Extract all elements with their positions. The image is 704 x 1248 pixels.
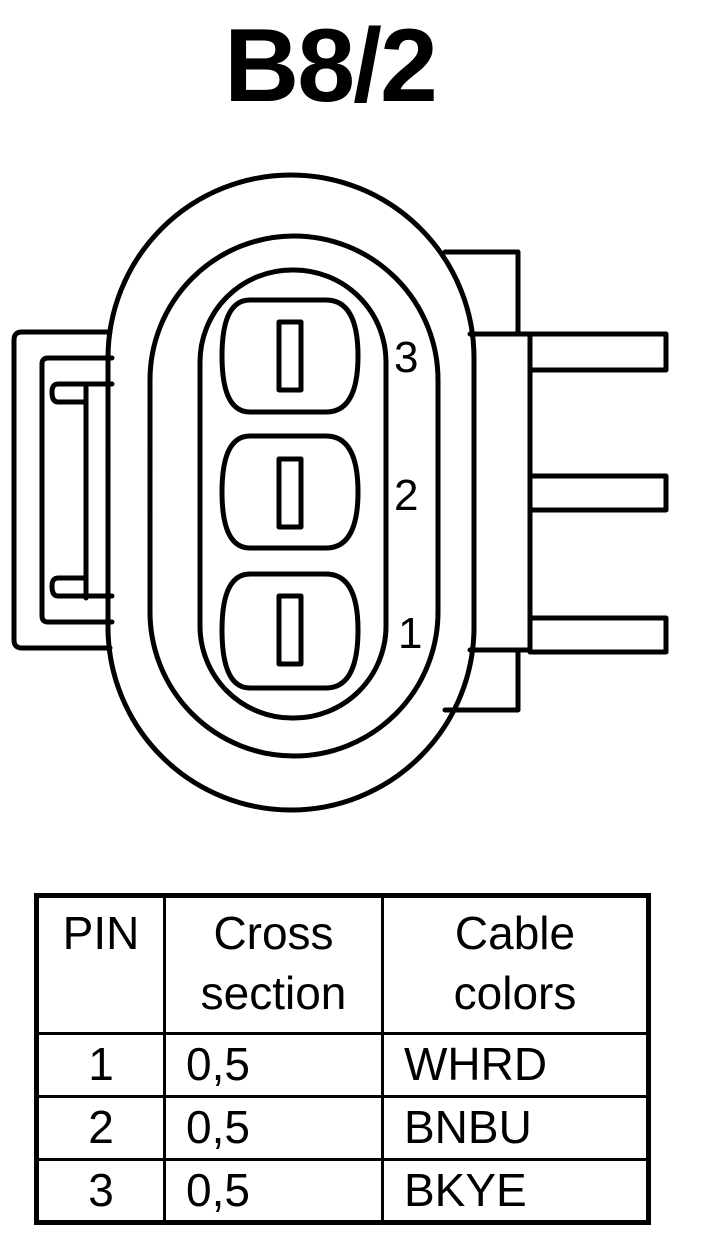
left-latch-inner: [39, 355, 115, 625]
cell-cable-color: WHRD: [381, 1032, 650, 1098]
housing-inner: [147, 233, 441, 759]
pin-contact-1: [276, 593, 304, 667]
rear-block-bottom: [442, 647, 521, 713]
cell-cable-color: BNBU: [381, 1094, 650, 1161]
cell-pin: 2: [35, 1094, 166, 1161]
connector-drawing: 3 2 1: [11, 172, 669, 813]
table-header-row: PIN Cross section Cable colors: [35, 894, 650, 1035]
cell-cross-section: 0,5: [163, 1094, 384, 1161]
header-cable-colors: Cable colors: [381, 894, 650, 1035]
pin-label-1: 1: [398, 609, 422, 658]
left-latch: [11, 329, 113, 651]
cell-cable-color: BKYE: [381, 1157, 650, 1225]
pin-cavity-1: [219, 571, 361, 691]
pin-table: PIN Cross section Cable colors 1 0,5 WHR…: [34, 893, 651, 1226]
header-pin: PIN: [35, 894, 166, 1035]
rear-block-top: [442, 249, 521, 337]
table-row: 2 0,5 BNBU: [35, 1094, 650, 1161]
pin-channel: [197, 267, 389, 721]
header-cross-section: Cross section: [163, 894, 384, 1035]
cell-cross-section: 0,5: [163, 1032, 384, 1098]
pin-cavity-3: [219, 297, 361, 415]
cell-cross-section: 0,5: [163, 1157, 384, 1225]
table-row: 1 0,5 WHRD: [35, 1032, 650, 1098]
rear-body: [467, 331, 533, 653]
pin-cavity-2: [219, 433, 361, 551]
pin-contact-2: [276, 456, 304, 530]
cell-pin: 3: [35, 1157, 166, 1225]
terminal-3: [527, 331, 669, 373]
terminal-2: [527, 473, 669, 513]
pin-label-3: 3: [394, 333, 418, 382]
pin-label-2: 2: [394, 471, 418, 520]
diagram-title: B8/2: [224, 8, 438, 124]
terminal-1: [527, 615, 669, 655]
housing-outer: [105, 172, 477, 813]
latch-tab-top: [49, 381, 115, 405]
table-row: 3 0,5 BKYE: [35, 1157, 650, 1225]
pin-contact-3: [276, 319, 304, 393]
cell-pin: 1: [35, 1032, 166, 1098]
latch-tab-bottom: [49, 575, 115, 599]
